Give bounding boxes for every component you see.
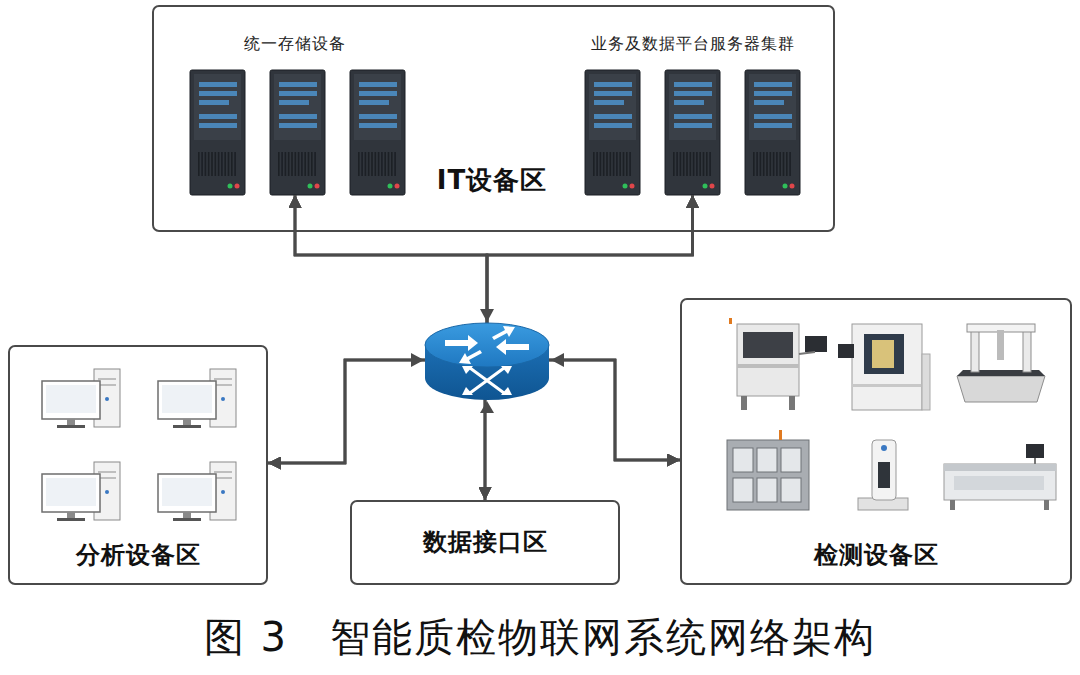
router-icon: [425, 323, 549, 400]
network-link: [485, 360, 680, 500]
server-icon: [585, 70, 640, 195]
network-link: [485, 195, 693, 500]
zone-label: 统一存储设备: [185, 34, 405, 55]
zone-label: 分析设备区: [10, 539, 266, 571]
zone-label: IT设备区: [392, 163, 592, 198]
servers-illustration: [580, 30, 805, 195]
server-group: 统一存储设备: [185, 30, 405, 195]
pc-icon: [158, 369, 236, 428]
zone-box: 检测设备区: [680, 298, 1072, 585]
servers-illustration: [185, 30, 405, 195]
zone-label: 业务及数据平台服务器集群: [580, 34, 805, 55]
server-icon: [745, 70, 800, 195]
server-group: 业务及数据平台服务器集群: [580, 30, 805, 195]
zone-box: 分析设备区: [8, 345, 268, 585]
network-link: [295, 195, 680, 460]
zone-label: 数据接口区: [352, 526, 618, 558]
zone-box: 数据接口区: [350, 500, 620, 585]
server-icon: [665, 70, 720, 195]
server-icon: [190, 70, 245, 195]
network-link: [295, 195, 487, 500]
port-arrowheads: [411, 309, 564, 413]
pc-icon: [158, 462, 236, 521]
inspection-machines: [727, 318, 1056, 510]
server-icon: [350, 70, 405, 195]
network-link: [268, 360, 680, 463]
network-link: [487, 195, 693, 460]
zone-box: IT设备区 统一存储设备 业务及数据平台服务器集群: [152, 5, 835, 232]
network-link: [268, 195, 487, 463]
zone-label: 检测设备区: [682, 539, 1070, 571]
server-icon: [270, 70, 325, 195]
network-link: [268, 195, 693, 463]
pc-icon: [42, 462, 120, 521]
figure-caption: 图 3 智能质检物联网系统网络架构: [0, 610, 1080, 665]
pc-icon: [42, 369, 120, 428]
network-link: [268, 360, 487, 500]
